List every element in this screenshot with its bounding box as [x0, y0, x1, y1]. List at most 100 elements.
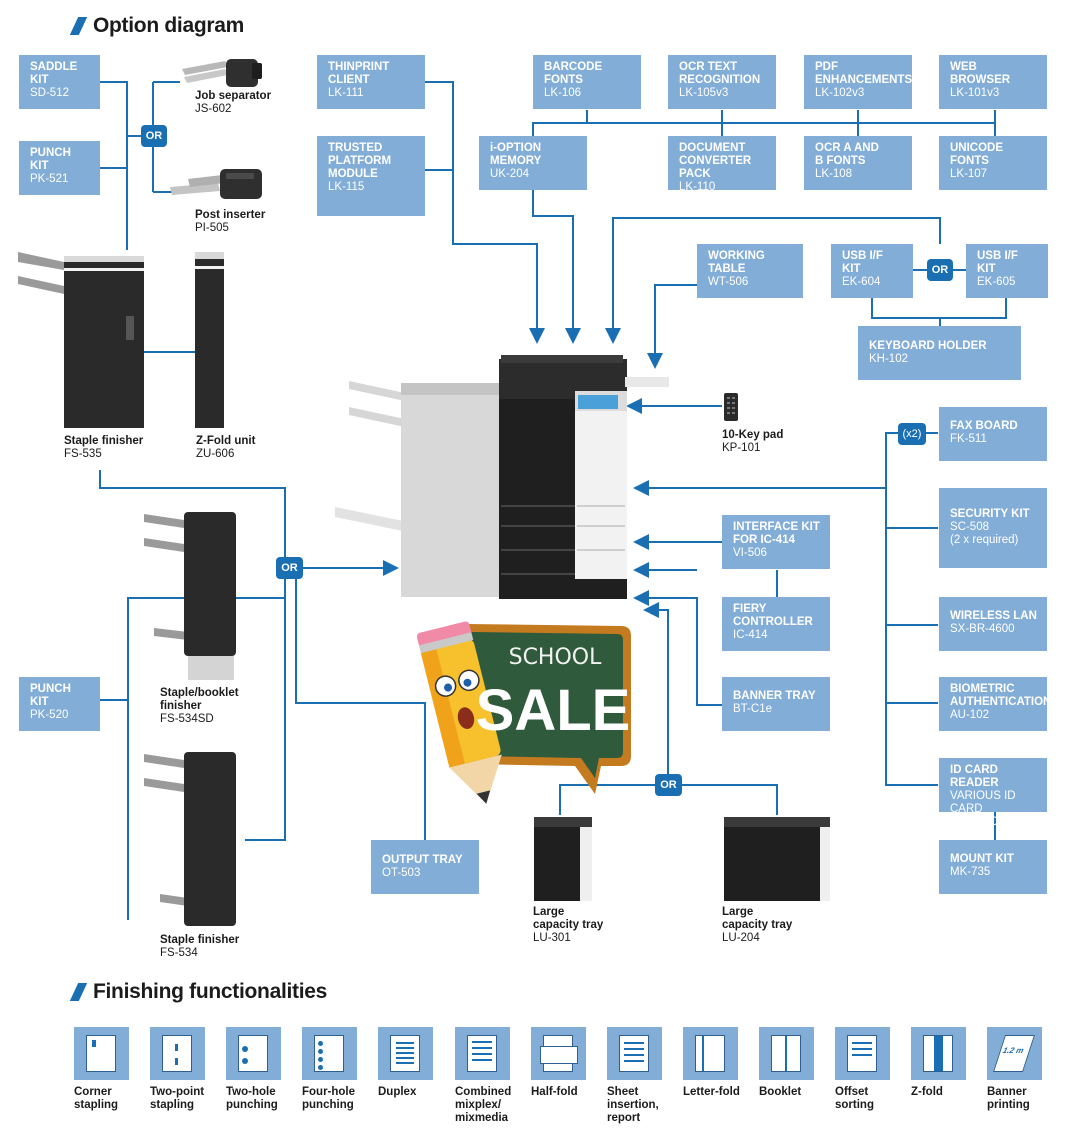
option-name: BANNER TRAY [733, 690, 816, 702]
option-diagram-title: Option diagram [93, 14, 244, 37]
connector-lines [99, 81, 1007, 920]
staple-finisher-fs535-image[interactable] [16, 248, 148, 430]
job-separator-image[interactable] [180, 55, 270, 95]
option-code: VARIOUS ID CARD TECHNOLOGIES [950, 790, 1042, 828]
finishing-item[interactable]: Offset sorting [835, 1027, 909, 1112]
caption-code: FS-534 [160, 947, 198, 959]
finishing-item[interactable]: Four-hole punching [302, 1027, 376, 1112]
finishing-item[interactable]: Half-fold [531, 1027, 605, 1099]
sale-line2-text: SALE [476, 678, 631, 743]
option-name: PUNCH KIT [30, 147, 71, 172]
option-banner-tray[interactable]: BANNER TRAY BT-C1e [722, 677, 830, 731]
lu204-image[interactable] [722, 815, 832, 903]
option-code: BT-C1e [733, 703, 772, 715]
finishing-label: Booklet [759, 1086, 802, 1098]
staple-booklet-finisher-image[interactable] [140, 508, 240, 683]
option-security-kit[interactable]: SECURITY KIT SC-508 (2 x required) [939, 488, 1047, 568]
finishing-item[interactable]: Combined mixplex/ mixmedia [455, 1027, 529, 1125]
option-name: THINPRINT CLIENT [328, 61, 390, 86]
option-code: KH-102 [869, 353, 908, 365]
or-badge: OR [276, 557, 303, 579]
booklet-icon [759, 1027, 814, 1080]
caption-fs534: Staple finisher FS-534 [160, 934, 239, 960]
option-code: EK-604 [842, 276, 881, 288]
option-document-converter-pack[interactable]: DOCUMENT CONVERTER PACK LK-110 [668, 136, 776, 193]
finishing-label: Four-hole punching [302, 1086, 356, 1111]
option-diagram-heading: Option diagram [69, 14, 244, 38]
option-mount-kit[interactable]: MOUNT KIT MK-735 [939, 840, 1047, 894]
option-ocr-text-recognition[interactable]: OCR TEXT RECOGNITION LK-105v3 [668, 55, 776, 109]
option-web-browser[interactable]: WEB BROWSER LK-101v3 [939, 55, 1047, 109]
option-name: ID CARD READER [950, 764, 999, 789]
option-punch-kit-pk521[interactable]: PUNCH KIT PK-521 [19, 141, 100, 195]
staple-finisher-fs534-image[interactable] [140, 748, 240, 930]
finishing-item[interactable]: Sheet insertion, report [607, 1027, 681, 1125]
option-output-tray[interactable]: OUTPUT TRAY OT-503 [371, 840, 479, 894]
option-unicode-fonts[interactable]: UNICODE FONTS LK-107 [939, 136, 1047, 190]
finishing-item[interactable]: Two-point stapling [150, 1027, 224, 1112]
option-code: UK-204 [490, 168, 529, 180]
option-ocr-a-b-fonts[interactable]: OCR A AND B FONTS LK-108 [804, 136, 912, 190]
finishing-item[interactable]: Duplex [378, 1027, 452, 1099]
finishing-item[interactable]: Z-fold [911, 1027, 985, 1099]
finishing-label: Banner printing [987, 1086, 1030, 1111]
caption-code: FS-535 [64, 448, 102, 460]
four-hole-punching-icon [302, 1027, 357, 1080]
option-code: LK-105v3 [679, 87, 729, 99]
option-barcode-fonts[interactable]: BARCODE FONTS LK-106 [533, 55, 641, 109]
option-code: SC-508 (2 x required) [950, 521, 1019, 546]
quantity-badge: (x2) [898, 423, 926, 445]
paper-shape [162, 1035, 192, 1072]
option-keyboard-holder[interactable]: KEYBOARD HOLDER KH-102 [858, 326, 1021, 380]
option-code: EK-605 [977, 276, 1016, 288]
z-fold-unit-image[interactable] [194, 248, 226, 430]
finishing-item[interactable]: Two-hole punching [226, 1027, 300, 1112]
option-punch-kit-pk520[interactable]: PUNCH KIT PK-520 [19, 677, 100, 731]
caption-code: LU-204 [722, 932, 760, 944]
option-i-option-memory[interactable]: i-OPTION MEMORY UK-204 [479, 136, 587, 190]
option-trusted-platform-module[interactable]: TRUSTED PLATFORM MODULE LK-115 [317, 136, 425, 216]
option-name: BARCODE FONTS [544, 61, 603, 86]
option-fiery-controller[interactable]: FIERY CONTROLLER IC-414 [722, 597, 830, 651]
option-name: SADDLE KIT [30, 61, 78, 86]
option-code: SX-BR-4600 [950, 623, 1015, 635]
caption-name: Post inserter [195, 209, 266, 221]
option-name: TRUSTED PLATFORM MODULE [328, 142, 392, 180]
option-code: VI-506 [733, 547, 767, 559]
post-inserter-image[interactable] [168, 165, 268, 205]
option-interface-kit[interactable]: INTERFACE KIT FOR IC-414 VI-506 [722, 515, 830, 569]
letter-fold-icon [683, 1027, 738, 1080]
option-usb-if-kit-ek604[interactable]: USB I/F KIT EK-604 [831, 244, 913, 298]
finishing-item[interactable]: Booklet [759, 1027, 833, 1099]
school-sale-badge[interactable]: SCHOOL SALE [415, 606, 637, 812]
option-wireless-lan[interactable]: WIRELESS LAN SX-BR-4600 [939, 597, 1047, 651]
option-code: LK-110 [679, 181, 716, 193]
finishing-item[interactable]: Corner stapling [74, 1027, 148, 1112]
option-code: AU-102 [950, 709, 989, 721]
option-code: IC-414 [733, 629, 768, 641]
finishing-label: Combined mixplex/ mixmedia [455, 1086, 512, 1124]
option-id-card-reader[interactable]: ID CARD READER VARIOUS ID CARD TECHNOLOG… [939, 758, 1047, 828]
option-working-table[interactable]: WORKING TABLE WT-506 [697, 244, 803, 298]
option-name: USB I/F KIT [977, 250, 1018, 275]
option-name: PUNCH KIT [30, 683, 71, 708]
option-pdf-enhancements[interactable]: PDF ENHANCEMENTS LK-102v3 [804, 55, 912, 109]
caption-lu301: Large capacity tray LU-301 [533, 906, 603, 945]
option-usb-if-kit-ek605[interactable]: USB I/F KIT EK-605 [966, 244, 1048, 298]
option-thinprint-client[interactable]: THINPRINT CLIENT LK-111 [317, 55, 425, 109]
option-code: OT-503 [382, 867, 421, 879]
option-saddle-kit[interactable]: SADDLE KIT SD-512 [19, 55, 100, 109]
caption-code: LU-301 [533, 932, 571, 944]
keypad-image[interactable] [722, 393, 740, 421]
option-name: KEYBOARD HOLDER [869, 340, 987, 352]
caption-job-separator: Job separator JS-602 [195, 90, 271, 116]
lu301-image[interactable] [532, 815, 594, 903]
option-fax-board[interactable]: FAX BOARD FK-511 [939, 407, 1047, 461]
sale-line1-text: SCHOOL [509, 645, 603, 670]
mfp-main-unit-image[interactable] [325, 355, 670, 605]
option-biometric-authentication[interactable]: BIOMETRIC AUTHENTICATION AU-102 [939, 677, 1051, 731]
option-name: INTERFACE KIT FOR IC-414 [733, 521, 820, 546]
finishing-item[interactable]: Letter-fold [683, 1027, 757, 1099]
finishing-heading: Finishing functionalities [69, 980, 327, 1004]
